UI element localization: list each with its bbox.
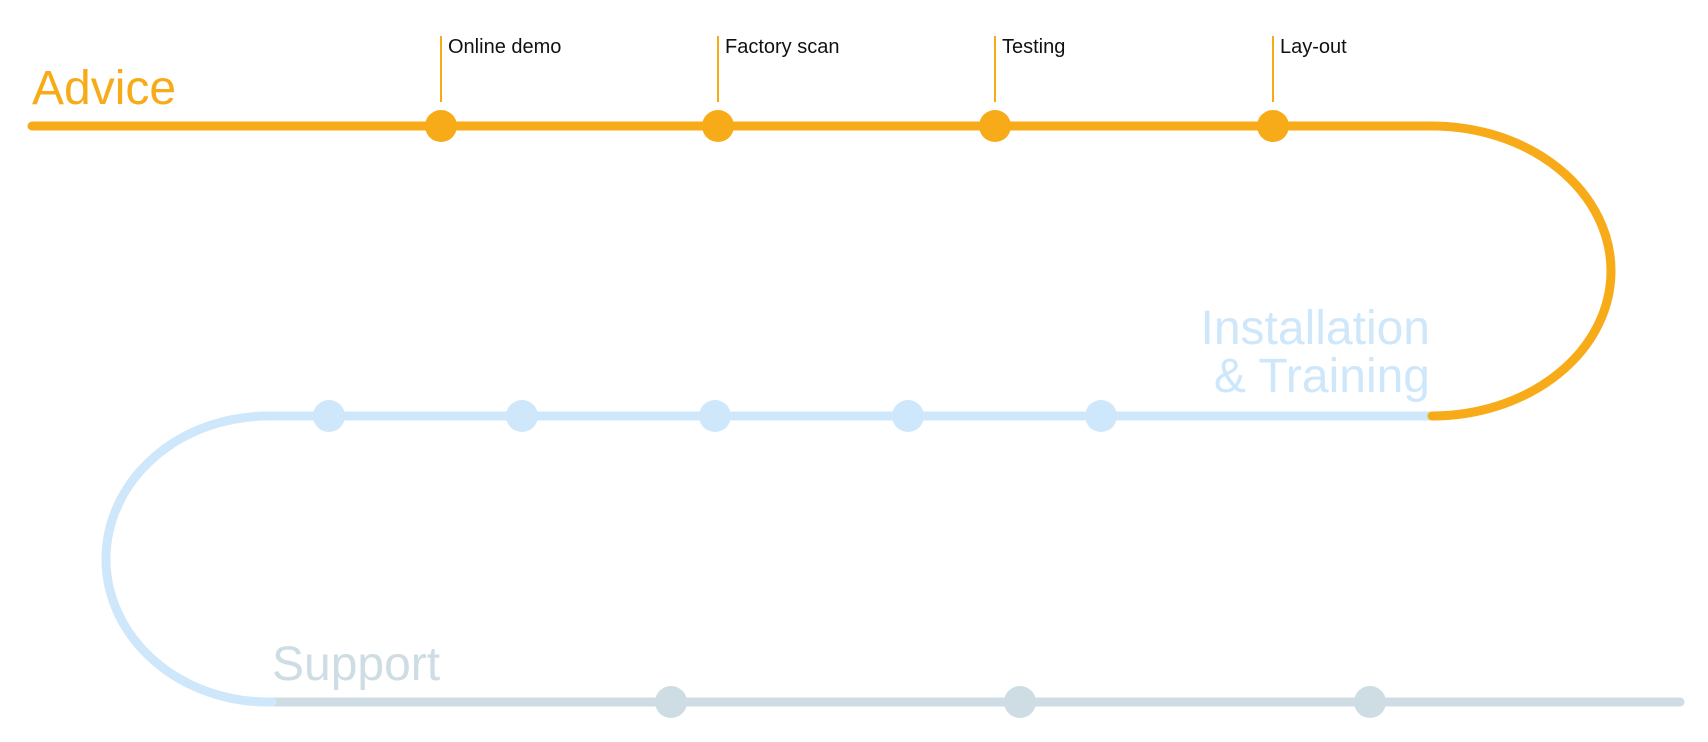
installation-milestone-3 <box>699 400 731 432</box>
advice-milestone-factory-scan <box>702 110 734 142</box>
advice-title: Advice <box>32 62 176 115</box>
step-label-lay-out: Lay-out <box>1280 36 1347 58</box>
support-milestone-2 <box>1004 686 1036 718</box>
installation-title-line2: & Training <box>1214 350 1430 403</box>
installation-track <box>101 411 1437 707</box>
step-label-factory-scan: Factory scan <box>725 36 839 58</box>
support-milestone-1 <box>655 686 687 718</box>
support-stage: Support <box>267 638 1685 718</box>
installation-milestone-2 <box>506 400 538 432</box>
step-label-testing: Testing <box>1002 36 1065 58</box>
step-label-online-demo: Online demo <box>448 36 561 58</box>
support-title: Support <box>272 638 440 691</box>
support-milestone-3 <box>1354 686 1386 718</box>
installation-milestone-4 <box>892 400 924 432</box>
advice-milestone-testing <box>979 110 1011 142</box>
installation-stage: Installation & Training <box>101 302 1437 707</box>
installation-milestone-1 <box>313 400 345 432</box>
advice-stage: Online demo Factory scan Testing Lay-out… <box>27 36 1616 421</box>
advice-track <box>27 121 1616 421</box>
installation-milestone-5 <box>1085 400 1117 432</box>
advice-milestone-online-demo <box>425 110 457 142</box>
installation-title-line1: Installation <box>1201 302 1430 355</box>
advice-milestone-lay-out <box>1257 110 1289 142</box>
